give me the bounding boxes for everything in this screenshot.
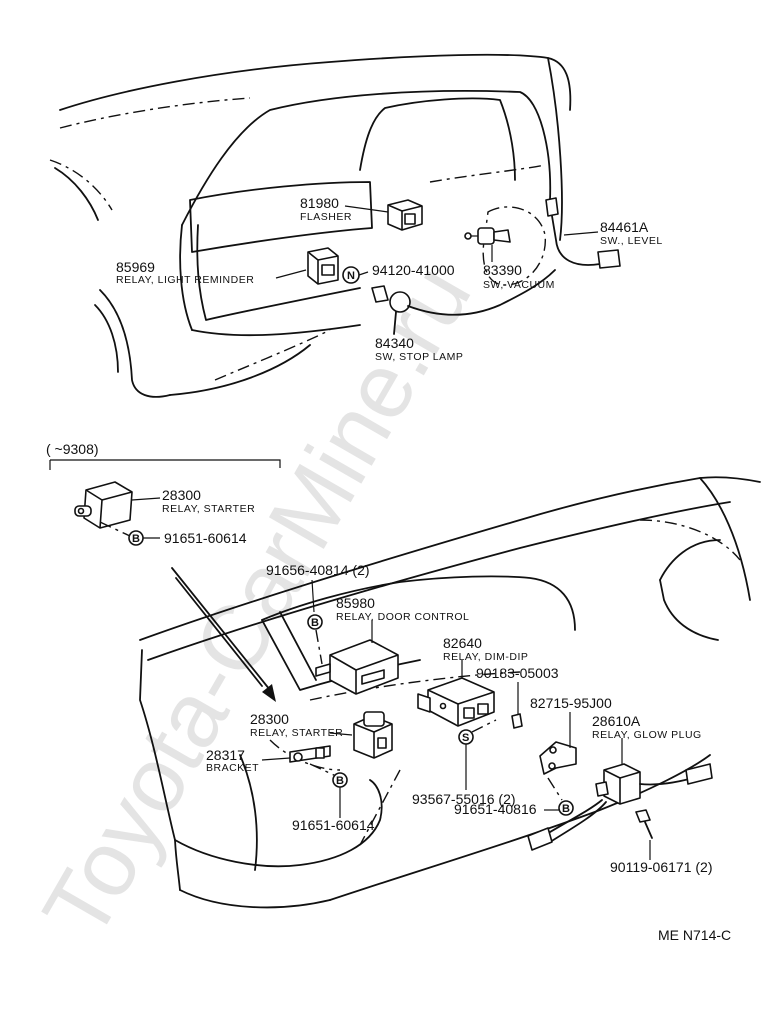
starter-inset-number: 28300 (162, 487, 201, 503)
starter-relay-inset-part (74, 481, 133, 529)
glow-screw-part (635, 809, 653, 839)
bracket-desc: BRACKET (206, 762, 259, 774)
level-switch-number: 84461A (600, 219, 649, 235)
level-switch-desc: SW., LEVEL (600, 235, 663, 247)
dim-dip-relay-part (417, 677, 495, 727)
clip-number: 90183-05003 (476, 665, 559, 681)
flasher-number: 81980 (300, 195, 339, 211)
door-control-number: 85980 (336, 595, 375, 611)
glow-plug-number: 28610A (592, 713, 641, 729)
bracket-part (289, 745, 331, 763)
inset-bracket-top (50, 459, 281, 468)
starter-main-number: 28300 (250, 711, 289, 727)
nut-symbol-letter: N (347, 270, 355, 282)
diagram-code: ME N714-C (658, 927, 731, 943)
glow-plug-relay-part (527, 763, 713, 851)
glow-bracket-number: 82715-95J00 (530, 695, 612, 711)
screw-symbol-letter: S (462, 732, 469, 744)
door-control-desc: RELAY, DOOR CONTROL (336, 611, 469, 623)
bolt-starter-number: 91651-60614 (292, 817, 375, 833)
starter-relay-main-part (353, 711, 393, 759)
level-switch-part (545, 197, 621, 269)
glow-screw-number: 90119-06171 (2) (610, 859, 712, 875)
stop-lamp-desc: SW, STOP LAMP (375, 351, 463, 363)
glow-plug-desc: RELAY, GLOW PLUG (592, 729, 702, 741)
bolt-symbol-door (307, 614, 323, 630)
vacuum-switch-desc: SW, VACUUM (483, 279, 555, 291)
flasher-desc: FLASHER (300, 211, 352, 223)
screw-dimdip-number: 93567-55016 (2) (412, 791, 516, 807)
bolt-symbol-glow-letter: B (562, 803, 570, 815)
starter-inset-desc: RELAY, STARTER (162, 503, 255, 515)
vacuum-switch-part (464, 206, 546, 286)
stop-lamp-number: 84340 (375, 335, 414, 351)
inset-range-label: ( ~9308) (46, 441, 99, 457)
light-reminder-number: 85969 (116, 259, 155, 275)
bolt-door-number: 91656-40814 (2) (266, 562, 370, 578)
dim-dip-desc: RELAY, DIM-DIP (443, 651, 528, 663)
flasher-part (344, 199, 423, 231)
inset-arrow (171, 567, 271, 691)
vacuum-switch-number: 83390 (483, 262, 522, 278)
glow-bracket-part (539, 741, 577, 775)
bolt-symbol-starter-letter: B (336, 775, 344, 787)
bolt-symbol-door-letter: B (311, 617, 319, 629)
light-reminder-relay-part (307, 247, 339, 285)
instrument-panel-outline (49, 53, 572, 398)
clip-part (511, 713, 523, 729)
bolt-glow-number: 91651-40816 (454, 801, 537, 817)
bracket-number: 28317 (206, 747, 245, 763)
bolt-symbol-inset-letter: B (132, 533, 140, 545)
stop-lamp-switch-part (371, 269, 556, 335)
bolt-symbol-glow (558, 800, 574, 816)
bolt-inset-number: 91651-60614 (164, 530, 247, 546)
dim-dip-number: 82640 (443, 635, 482, 651)
light-reminder-desc: RELAY, LIGHT REMINDER (116, 274, 254, 286)
starter-main-desc: RELAY, STARTER (250, 727, 343, 739)
lower-dash-outline (139, 476, 761, 909)
door-control-relay-part (315, 639, 399, 695)
nut-part-number: 94120-41000 (372, 262, 455, 278)
